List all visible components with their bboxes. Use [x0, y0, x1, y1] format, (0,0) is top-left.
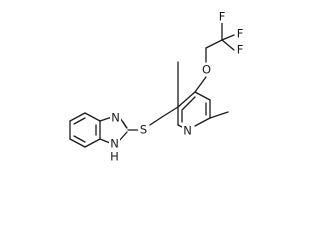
thioether-linker — [127, 116, 163, 131]
molecule-structure-canvas: N N H S N O F F F — [69, 9, 245, 164]
sulfur-label: S — [140, 123, 147, 137]
pyridine-nitrogen-label: N — [183, 124, 192, 138]
atom-labels: N N H S N O F F F — [109, 10, 245, 164]
molecule-structure-diagram: N N H S N O F F F — [69, 10, 245, 164]
methyl-groups — [177, 61, 229, 119]
benzene-ring — [69, 112, 101, 148]
fluorine-lower-label: F — [237, 43, 244, 57]
trifluoroethoxy-chain — [194, 22, 235, 93]
fluorine-right-label: F — [237, 27, 244, 41]
imidazole-nh-nitrogen-label: N — [110, 137, 119, 151]
imidazole-nh-hydrogen-label: H — [110, 150, 119, 164]
ether-oxygen-label: O — [202, 63, 211, 77]
fluorine-top-label: F — [219, 10, 226, 24]
imidazole-nitrogen-label: N — [111, 111, 120, 125]
